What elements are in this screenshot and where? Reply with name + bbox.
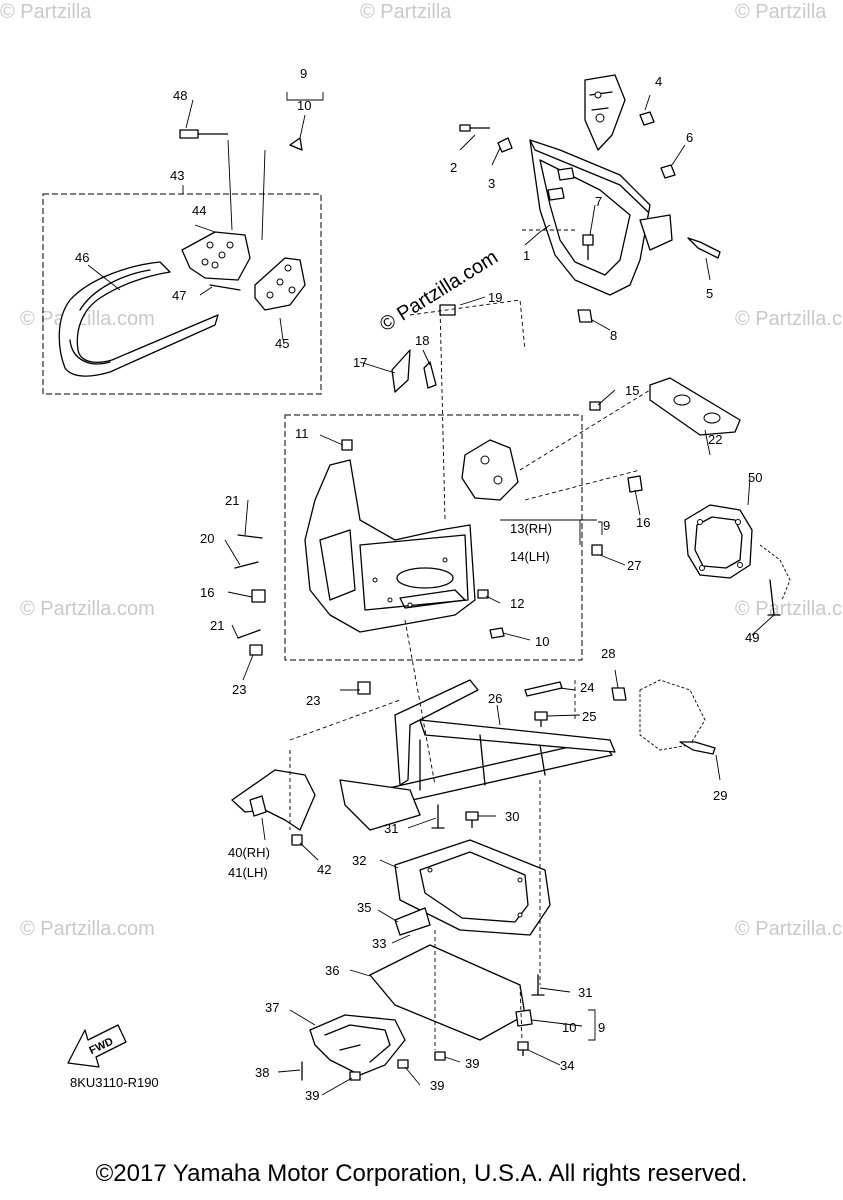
watermark: © Partzilla: [735, 1, 827, 23]
callout: 30: [505, 809, 519, 824]
callout: 8: [610, 328, 617, 343]
callout: 26: [488, 691, 502, 706]
callout: 41(LH): [228, 865, 268, 880]
callout: 23: [306, 693, 320, 708]
callout: 40(RH): [228, 845, 270, 860]
clip-18: [423, 361, 437, 389]
callout: 31: [578, 985, 592, 1000]
watermark: © Partzilla: [0, 1, 92, 23]
callout: 14(LH): [510, 549, 550, 564]
callout: 20: [200, 531, 214, 546]
callouts: 1 2 3 4 5 6 7 8 9 9 9 10 10 10 11 12 13(…: [75, 66, 762, 1103]
plate-22: [649, 377, 741, 436]
callout: 9: [598, 1020, 605, 1035]
watermark: © Partzilla.com: [20, 918, 155, 940]
watermark: © Partzilla.com: [20, 598, 155, 620]
copyright-text: ©2017 Yamaha Motor Corporation, U.S.A. A…: [95, 1160, 748, 1187]
callout: 11: [295, 426, 309, 441]
callout: 15: [625, 383, 639, 398]
callout: 24: [580, 680, 594, 695]
callout: 10: [562, 1020, 576, 1035]
clip-10-top: [289, 137, 303, 151]
front-panel: [304, 459, 476, 633]
callout: 9: [300, 66, 307, 81]
watermark: © Partzilla.com: [735, 308, 843, 330]
callout: 6: [686, 130, 693, 145]
watermark-center: © Partzilla.com: [376, 246, 502, 336]
callout: 50: [748, 470, 762, 485]
callout: 2: [450, 160, 457, 175]
callout: 33: [372, 936, 386, 951]
callout: 32: [352, 853, 366, 868]
bracket-44: [181, 231, 251, 281]
clip-35: [394, 907, 431, 936]
hoop-46: [58, 261, 219, 377]
skid-plate-32: [394, 839, 551, 936]
callout: 28: [601, 646, 615, 661]
bolt-48: [179, 129, 228, 139]
callout: 5: [706, 286, 713, 301]
callout: 21: [225, 493, 239, 508]
callout: 17: [353, 355, 367, 370]
frame-26: [339, 679, 616, 831]
callout: 49: [745, 630, 759, 645]
clip-17: [391, 349, 411, 393]
callout: 12: [510, 596, 524, 611]
callout: 31: [384, 821, 398, 836]
callout: 23: [232, 682, 246, 697]
callout: 21: [210, 618, 224, 633]
callout: 43: [170, 168, 184, 183]
callout: 9: [603, 518, 610, 533]
callout: 3: [488, 176, 495, 191]
watermark: © Partzilla.com: [735, 918, 843, 940]
callout: 16: [636, 515, 650, 530]
callout: 10: [297, 98, 311, 113]
callout: 16: [200, 585, 214, 600]
callout: 22: [708, 432, 722, 447]
callout: 42: [317, 862, 331, 877]
front-bracket-assembly: [529, 74, 673, 296]
callout: 44: [192, 203, 206, 218]
callout: 35: [357, 900, 371, 915]
callout: 34: [560, 1058, 574, 1073]
callout: 7: [595, 194, 602, 209]
callout: 36: [325, 963, 339, 978]
callout: 39: [430, 1078, 444, 1093]
callout: 1: [523, 248, 530, 263]
diagram-code: 8KU3110-R190: [70, 1075, 159, 1090]
callout: 27: [627, 558, 641, 573]
bolt-47: [209, 284, 241, 291]
leader-lines: [87, 92, 775, 1096]
fwd-arrow-icon: FWD: [67, 1024, 127, 1068]
callout: 37: [265, 1000, 279, 1015]
callout: 39: [305, 1088, 319, 1103]
bracket-45: [254, 257, 306, 311]
cover-37: [309, 1014, 406, 1076]
callout: 19: [488, 290, 502, 305]
group-box-9: [284, 414, 583, 661]
callout: 10: [535, 634, 549, 649]
bracket-40-41: [231, 769, 316, 831]
callout: 39: [465, 1056, 479, 1071]
callout: 48: [173, 88, 187, 103]
watermark: © Partzilla.com: [735, 598, 843, 620]
callout: 18: [415, 333, 429, 348]
callout: 29: [713, 788, 727, 803]
callout: 4: [655, 74, 662, 89]
callout: 47: [172, 288, 186, 303]
hinge-13-14: [461, 439, 519, 501]
callout: 13(RH): [510, 521, 552, 536]
group-box-43: [42, 193, 322, 395]
watermark: © Partzilla: [360, 1, 452, 23]
callout: 38: [255, 1065, 269, 1080]
watermark: © Partzilla.com: [20, 308, 155, 330]
mounting-plate-50: [684, 504, 753, 579]
callout: 25: [582, 709, 596, 724]
callout: 46: [75, 250, 89, 265]
callout: 45: [275, 336, 289, 351]
